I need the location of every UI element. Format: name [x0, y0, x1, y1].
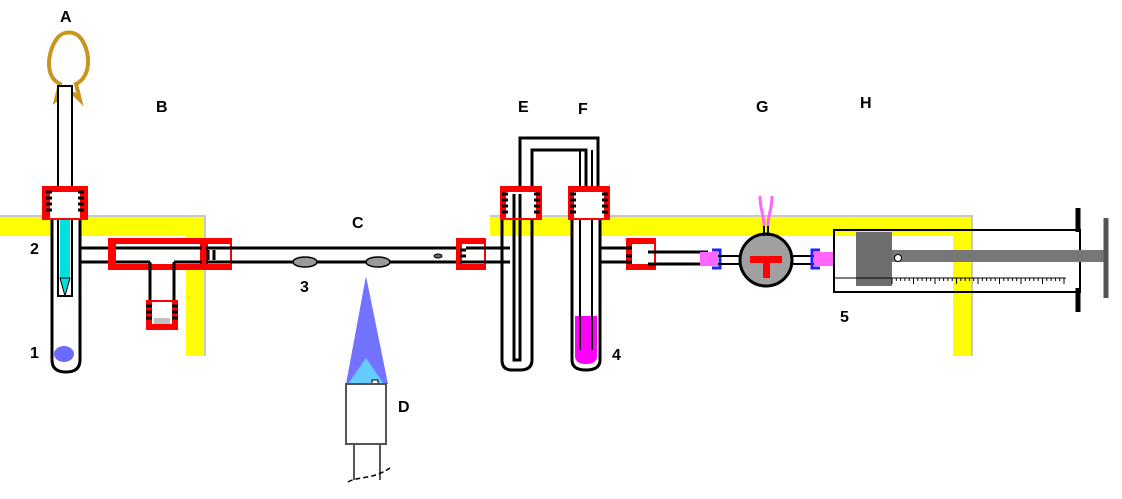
label-h: H: [860, 95, 872, 112]
label-b: B: [156, 99, 168, 116]
label-5: 5: [840, 309, 849, 326]
sample-boat: [365, 256, 391, 268]
rubber-bulb-icon: [47, 30, 90, 107]
label-e: E: [518, 99, 529, 116]
clamp-top-1: [42, 186, 88, 220]
liquid-cyan: [60, 208, 70, 278]
label-1: 1: [30, 345, 39, 362]
label-f: F: [578, 101, 588, 118]
label-4: 4: [612, 347, 621, 364]
label-2: 2: [30, 241, 39, 258]
label-d: D: [398, 399, 410, 416]
sample-boat-3: [292, 256, 318, 268]
syringe-scale: [834, 277, 1066, 284]
flame-inner: [348, 358, 384, 384]
liquid-magenta-4: [575, 316, 597, 364]
burner-icon: [345, 276, 391, 483]
t-piece-b: [108, 238, 210, 330]
label-3: 3: [300, 279, 309, 296]
label-c: C: [352, 215, 364, 232]
u-tube-e: [500, 136, 600, 372]
reaction-tube-c: [202, 238, 510, 270]
flame-outer: [346, 276, 388, 384]
label-a: A: [60, 9, 72, 26]
three-way-stopcock-icon: [700, 195, 834, 288]
syringe-piston: [856, 232, 892, 286]
label-g: G: [756, 99, 768, 116]
support-stand-right: [490, 215, 973, 356]
syringe-icon: [833, 208, 1109, 312]
liquid-sample-1: [54, 346, 74, 362]
absorption-tube-f: [568, 150, 708, 372]
